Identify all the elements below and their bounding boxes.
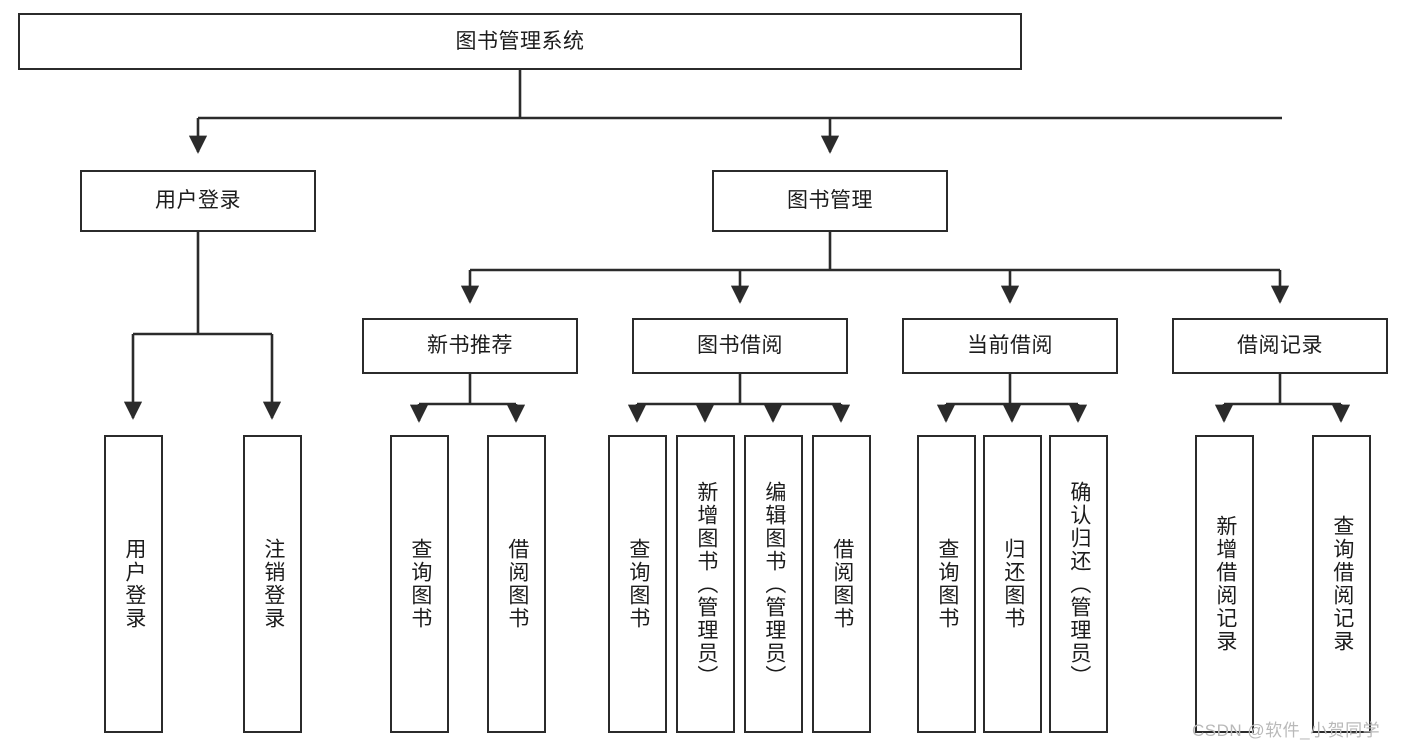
leaf-borrow-add-book[interactable]: 新增图书（管理员） [676,435,735,733]
node-label: 编辑图书（管理员） [762,480,786,688]
node-label: 新增借阅记录 [1213,515,1237,653]
node-new-book-recommend[interactable]: 新书推荐 [362,318,578,374]
node-label: 借阅记录 [1237,334,1323,358]
edges-bookborrow-to-leaves [627,374,851,423]
node-label: 图书借阅 [697,334,783,358]
edges-bookmgmt-to-level3 [460,232,1290,304]
node-label: 确认归还（管理员） [1067,480,1091,688]
node-label: 查询图书 [626,538,650,630]
node-label: 查询借阅记录 [1330,515,1354,653]
leaf-recommend-borrow-book[interactable]: 借阅图书 [487,435,546,733]
node-label: 借阅图书 [505,538,529,630]
leaf-record-query[interactable]: 查询借阅记录 [1312,435,1371,733]
node-book-borrow[interactable]: 图书借阅 [632,318,848,374]
node-label: 新书推荐 [427,334,513,358]
edges-borrowrecord-to-leaves [1214,374,1351,423]
node-current-borrow[interactable]: 当前借阅 [902,318,1118,374]
node-label: 当前借阅 [967,334,1053,358]
node-root-system[interactable]: 图书管理系统 [18,13,1022,70]
leaf-borrow-edit-book[interactable]: 编辑图书（管理员） [744,435,803,733]
leaf-recommend-query-book[interactable]: 查询图书 [390,435,449,733]
node-borrow-record[interactable]: 借阅记录 [1172,318,1388,374]
node-label: 归还图书 [1001,538,1025,630]
node-label: 图书管理系统 [455,29,585,53]
leaf-current-query-book[interactable]: 查询图书 [917,435,976,733]
node-user-login[interactable]: 用户登录 [80,170,316,232]
node-label: 用户登录 [155,189,241,213]
edges-currentborrow-to-leaves [936,374,1088,423]
edges-userlogin-to-leaves [123,232,282,420]
leaf-current-return-book[interactable]: 归还图书 [983,435,1042,733]
node-label: 新增图书（管理员） [694,480,718,688]
node-label: 图书管理 [787,189,873,213]
node-label: 注销登录 [261,538,285,630]
node-label: 查询图书 [935,538,959,630]
edges-root-to-level2 [188,70,1282,154]
node-book-management[interactable]: 图书管理 [712,170,948,232]
watermark-text: CSDN @软件_小贺同学 [1192,721,1381,740]
leaf-user-login[interactable]: 用户登录 [104,435,163,733]
leaf-record-add[interactable]: 新增借阅记录 [1195,435,1254,733]
node-label: 查询图书 [408,538,432,630]
leaf-user-logout[interactable]: 注销登录 [243,435,302,733]
leaf-current-confirm-return[interactable]: 确认归还（管理员） [1049,435,1108,733]
leaf-borrow-query-book[interactable]: 查询图书 [608,435,667,733]
edges-newbook-to-leaves [409,374,526,423]
leaf-borrow-borrow-book[interactable]: 借阅图书 [812,435,871,733]
node-label: 用户登录 [122,538,146,630]
node-label: 借阅图书 [830,538,854,630]
